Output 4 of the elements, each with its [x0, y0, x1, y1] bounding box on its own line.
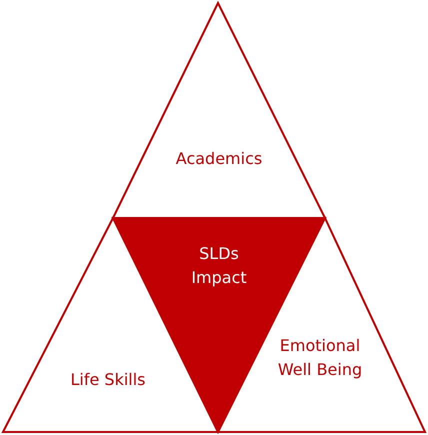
triangle-label: Emotional Well Being	[276, 335, 364, 381]
triangle-label: Academics	[174, 148, 264, 170]
triangle-label: Life Skills	[69, 369, 146, 391]
triangle-label: SLDs Impact	[190, 243, 248, 289]
